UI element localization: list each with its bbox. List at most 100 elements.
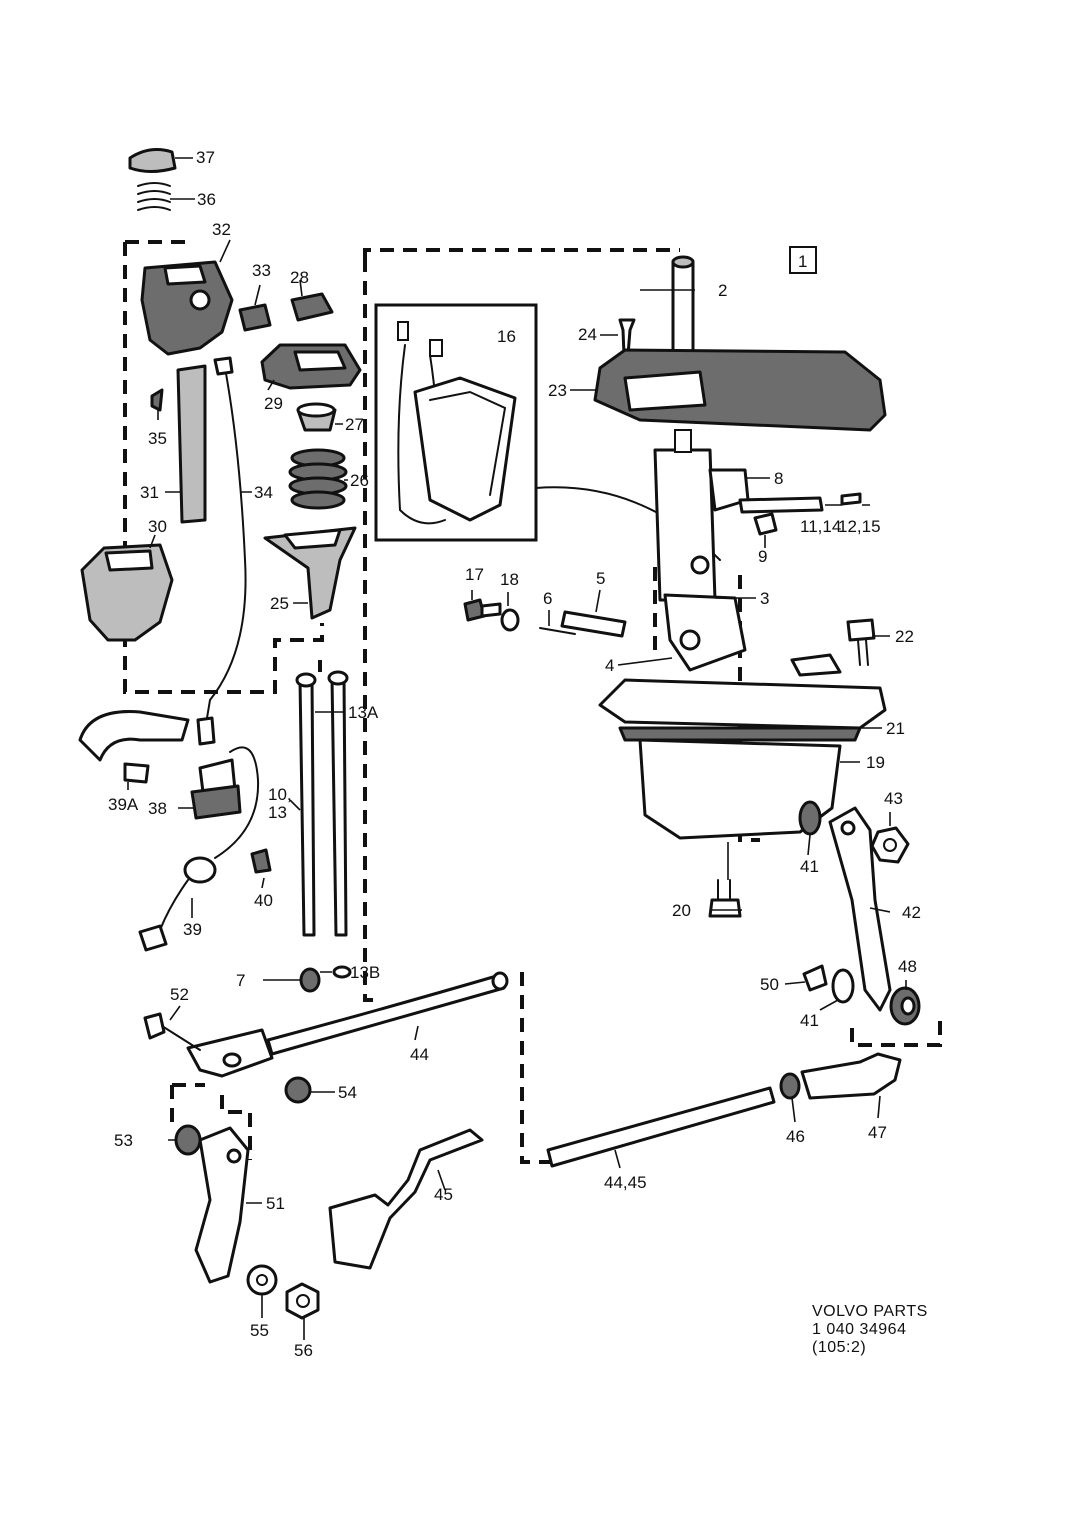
- callout-45: 45: [434, 1185, 453, 1204]
- rubber-bellows: [288, 448, 348, 510]
- clip-13B: [332, 965, 352, 979]
- cable-clamp-39A: [78, 710, 190, 784]
- bushing-48: [889, 986, 921, 1026]
- nut-56: [285, 1282, 320, 1320]
- washer-55: [246, 1264, 278, 1296]
- group-box-label: 1: [798, 252, 807, 271]
- adjustable-rod-10-13: [295, 672, 317, 937]
- callout-44: 44: [410, 1045, 429, 1064]
- lever-51: [194, 1126, 250, 1284]
- callout-36: 36: [197, 190, 216, 209]
- publisher-stamp: VOLVO PARTS 1 040 34964 (105:2): [812, 1303, 928, 1356]
- callout-6: 6: [543, 589, 552, 608]
- callout-41-upper: 41: [800, 857, 819, 876]
- callout-32: 32: [212, 220, 231, 239]
- callout-50: 50: [760, 975, 779, 994]
- stamp-brand: VOLVO PARTS: [812, 1303, 928, 1320]
- pin-5: [560, 610, 627, 638]
- rod-45: [328, 1128, 484, 1270]
- stamp-reference: (105:2): [812, 1339, 866, 1356]
- base-plate: [598, 653, 887, 730]
- callout-28: 28: [290, 268, 309, 287]
- callout-39: 39: [183, 920, 202, 939]
- callout-20: 20: [672, 901, 691, 920]
- knob-insert: [238, 303, 272, 332]
- callout-29: 29: [264, 394, 283, 413]
- callout-31: 31: [140, 483, 159, 502]
- rod-13A: [327, 670, 349, 937]
- callout-7: 7: [236, 971, 245, 990]
- leader-lines: [127, 157, 907, 1340]
- lever-boot: [263, 526, 357, 620]
- callout-46: 46: [786, 1127, 805, 1146]
- callout-53: 53: [114, 1131, 133, 1150]
- callout-17: 17: [465, 565, 484, 584]
- clevis: [186, 1028, 274, 1078]
- callout-52: 52: [170, 985, 189, 1004]
- pin-52: [143, 1012, 201, 1051]
- rod-44: [266, 971, 509, 1056]
- callout-37: 37: [196, 148, 215, 167]
- knob-upper: [140, 260, 234, 356]
- callout-42: 42: [902, 903, 921, 922]
- callout-5: 5: [596, 569, 605, 588]
- callout-44-45: 44,45: [604, 1173, 647, 1192]
- callout-21: 21: [886, 719, 905, 738]
- knob-cap: [290, 292, 334, 322]
- callout-35: 35: [148, 429, 167, 448]
- bolt-22: [846, 618, 876, 666]
- wiring-inset: [374, 303, 538, 542]
- rod-link-outline-3: [850, 1020, 942, 1047]
- selector-cover: [593, 348, 887, 432]
- adjuster-46: [779, 1072, 801, 1100]
- washer-41a: [798, 800, 822, 836]
- clip-40: [250, 848, 272, 874]
- washer-18: [500, 608, 520, 632]
- knob-housing: [260, 343, 362, 390]
- callout-51: 51: [266, 1194, 285, 1213]
- bushing-53: [174, 1124, 202, 1156]
- callout-40: 40: [254, 891, 273, 910]
- guide-sleeve: [296, 402, 337, 432]
- callout-4: 4: [605, 656, 614, 675]
- callout-19: 19: [866, 753, 885, 772]
- callout-24: 24: [578, 325, 597, 344]
- callout-23: 23: [548, 381, 567, 400]
- callout-9: 9: [758, 547, 767, 566]
- bolt-17: [463, 598, 502, 622]
- gasket-21: [618, 726, 862, 742]
- nut-43: [870, 826, 910, 864]
- cable-harness: [196, 356, 247, 746]
- callout-26: 26: [350, 471, 369, 490]
- lever-link-outline: [653, 567, 760, 842]
- callout-56: 56: [294, 1341, 313, 1360]
- clip-50: [802, 964, 828, 992]
- callout-30: 30: [148, 517, 167, 536]
- callout-25: 25: [270, 594, 289, 613]
- group-box: 1: [789, 246, 817, 274]
- nut-54: [284, 1076, 312, 1104]
- lever-rod: [671, 255, 695, 362]
- callout-8: 8: [774, 469, 783, 488]
- callout-13B: 13B: [350, 963, 380, 982]
- callout-48: 48: [898, 957, 917, 976]
- selector-group-outline: [363, 248, 680, 1002]
- knob-lower: [80, 543, 174, 642]
- callout-2: 2: [718, 281, 727, 300]
- callout-3: 3: [760, 589, 769, 608]
- screw-9: [753, 512, 778, 536]
- callout-47: 47: [868, 1123, 887, 1142]
- harness-39: [138, 856, 217, 952]
- callout-labels: 37 36 32 33 28 29 27 26 35 31 34 30 25 1…: [108, 148, 921, 1360]
- switch-38: [190, 746, 260, 859]
- pin-6: [539, 627, 576, 635]
- callout-54: 54: [338, 1083, 357, 1102]
- callout-33: 33: [252, 261, 271, 280]
- callout-16: 16: [497, 327, 516, 346]
- callout-27: 27: [345, 415, 364, 434]
- knob-button: [128, 148, 177, 173]
- cable-44-45: [546, 1086, 776, 1168]
- callout-41-lower: 41: [800, 1011, 819, 1030]
- bolt-20: [708, 879, 742, 918]
